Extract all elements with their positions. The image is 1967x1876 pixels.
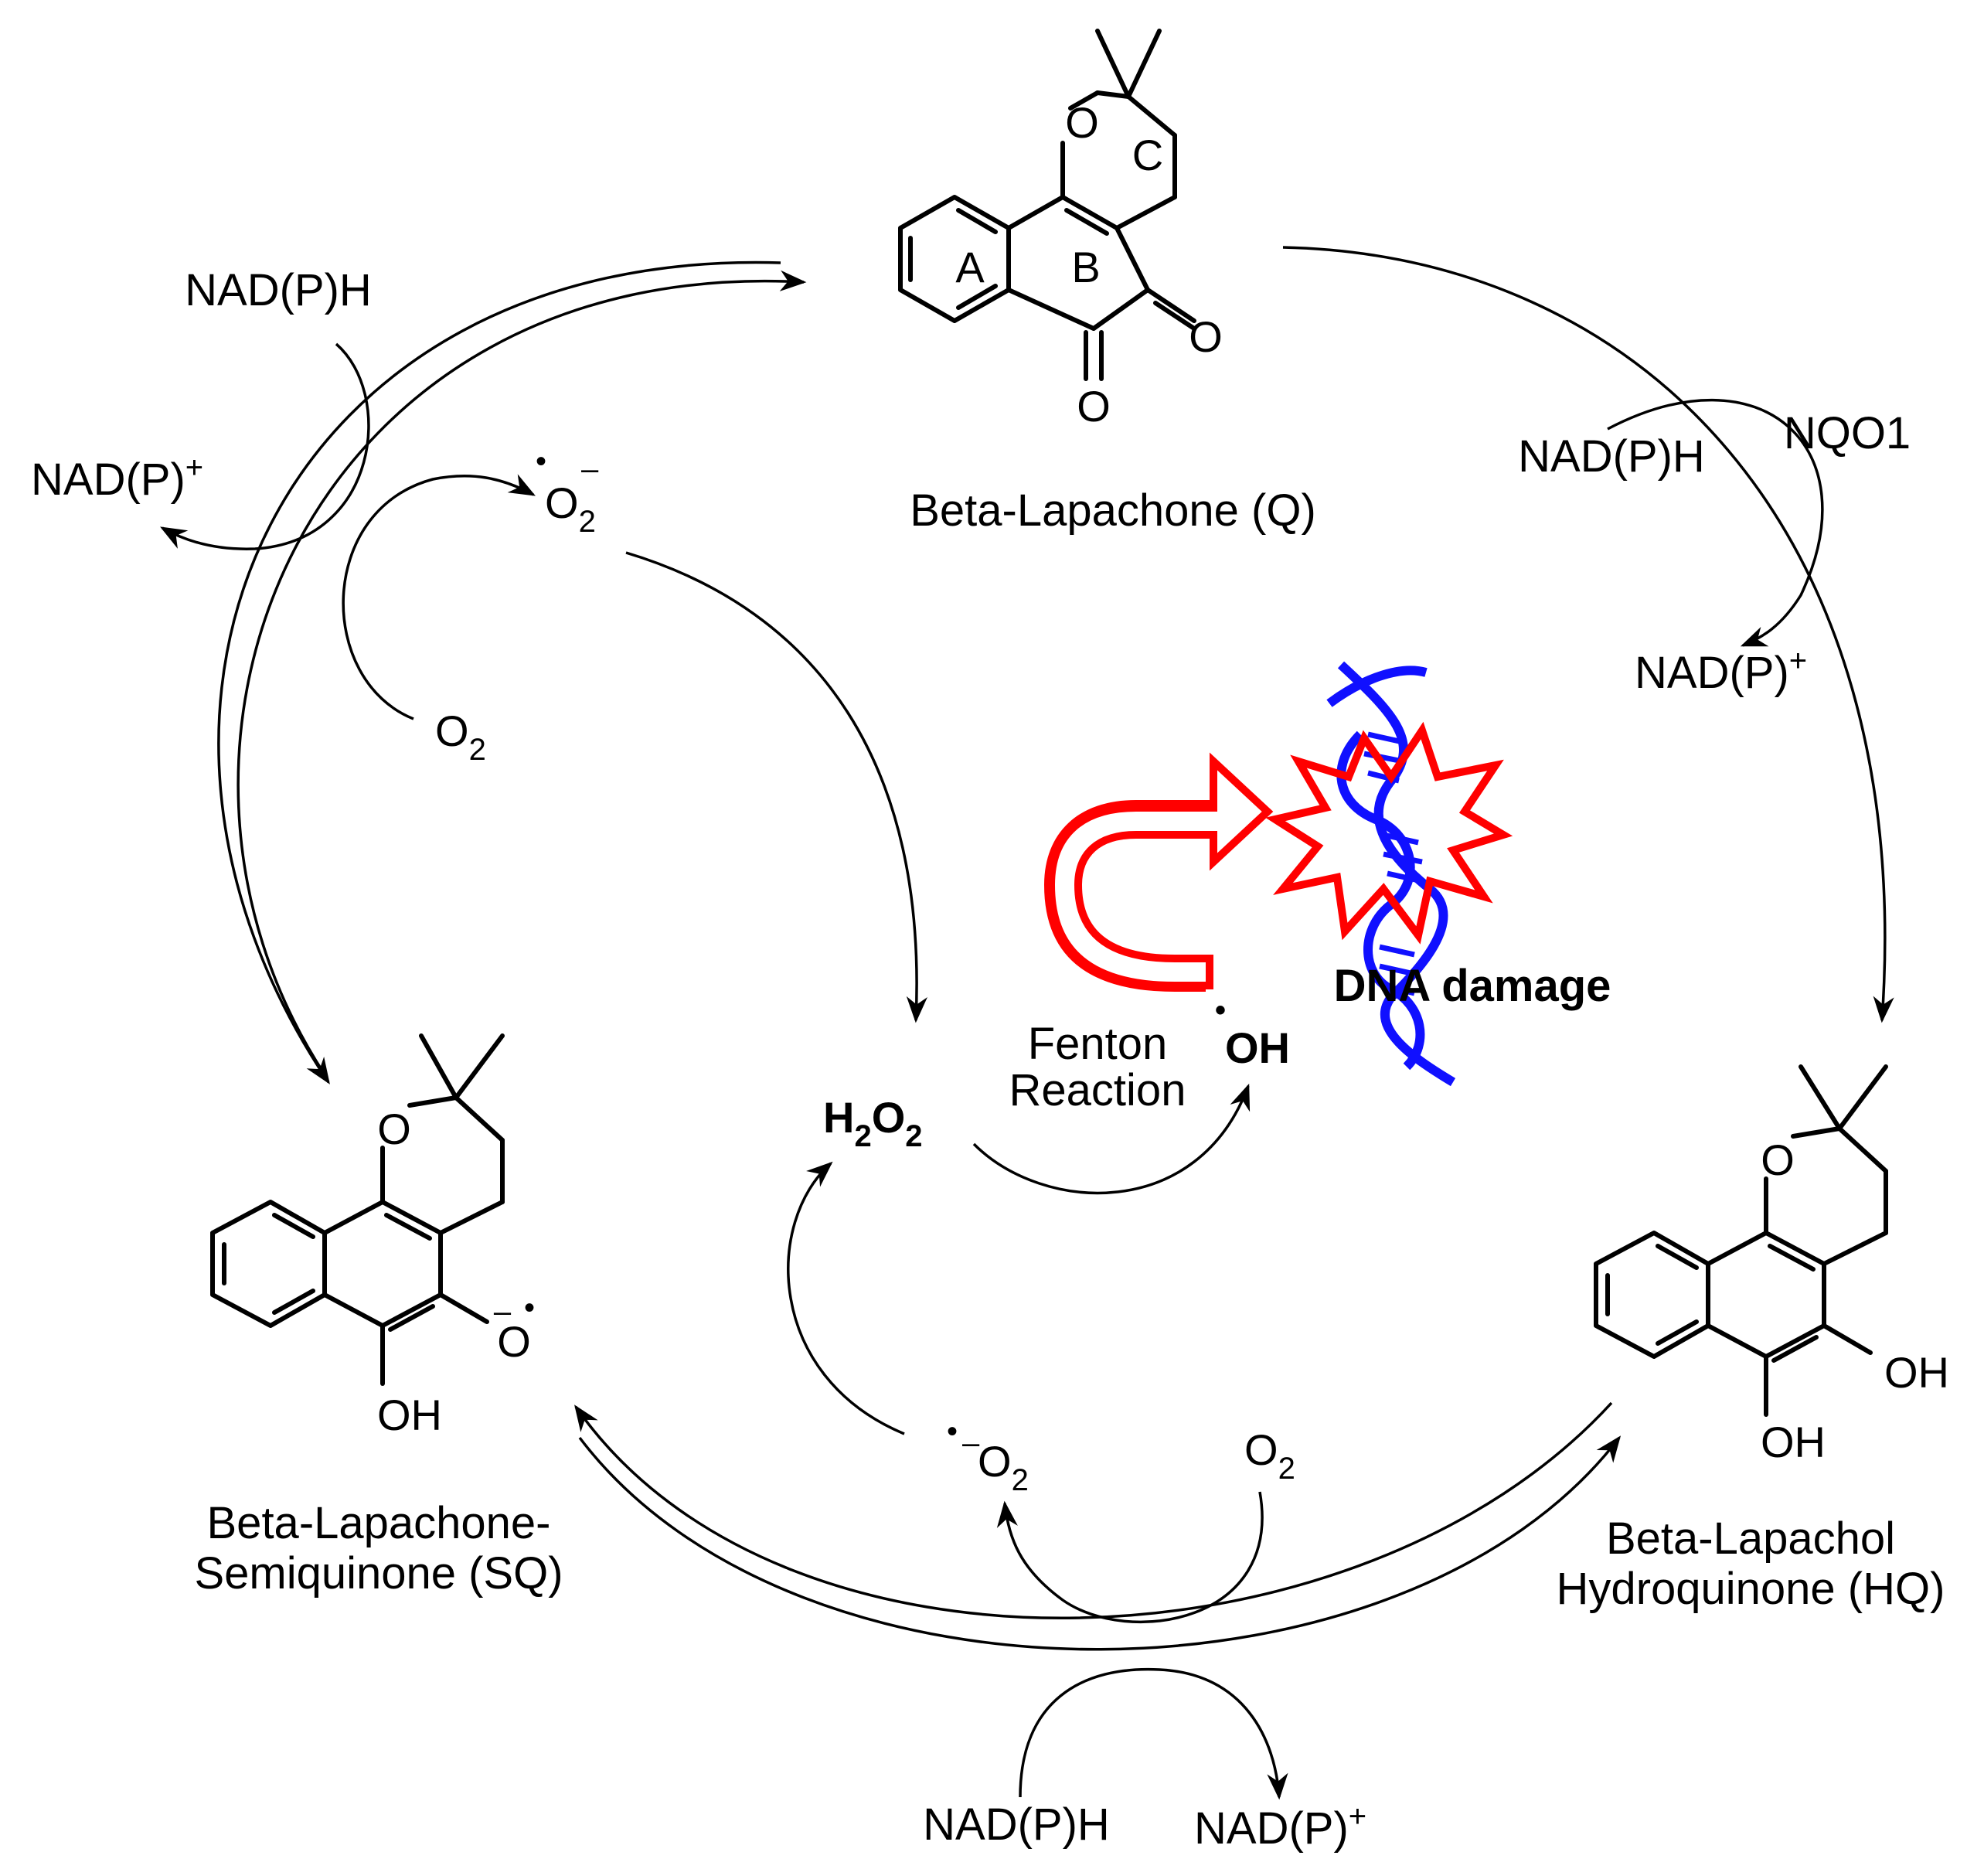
arrow-q-to-sq [217,260,781,1084]
arrow-q-to-hq [1282,246,1894,1023]
arrow-bottom-o2-to-superoxide [996,1491,1264,1624]
arrow-h2o2-to-hydroxyl [972,1083,1251,1195]
bottom-superoxide-charge: – [962,1426,980,1460]
left-o2-label: O2 [435,706,486,767]
hydroxyl-radical-label: OH [1225,1023,1290,1072]
sq-charge: – [494,1295,512,1329]
q-keto-oxygen-2: O [1077,382,1111,431]
dna-damage-label: DNA damage [1334,961,1611,1011]
q-keto-oxygen-1: O [1189,312,1223,361]
hydroquinone-name-line1: Beta-Lapachol [1606,1513,1895,1564]
semiquinone-name-line1: Beta-Lapachone- [207,1498,551,1548]
beta-lapachone-structure: O O O A B C [898,29,1223,431]
hydroxyl-radical-dot: • [1215,993,1226,1027]
arrow-sq-to-q [237,270,807,1075]
arrow-left-o2-to-superoxide [342,474,536,720]
fenton-red-arrow [1043,752,1274,992]
hq-hydroxyl-1: OH [1884,1348,1949,1397]
bottom-superoxide-label: O2 [978,1437,1029,1497]
hydroquinone-name-line2: Hydroquinone (HQ) [1557,1564,1945,1614]
quinone-name-label: Beta-Lapachone (Q) [910,485,1316,536]
bottom-superoxide-dot: • [947,1415,958,1449]
right-nadph-label: NAD(P)H [1518,431,1705,482]
sq-oxy-radical: O [497,1317,531,1366]
sq-ring-oxygen: O [377,1105,411,1153]
ring-label-b: B [1071,243,1100,291]
arrow-bottom-superoxide-to-h2o2 [787,1161,905,1435]
hydroquinone-structure: O OH OH [1594,1064,1949,1466]
left-nadph-label: NAD(P)H [185,265,372,315]
nqo1-enzyme-label: NQO1 [1784,408,1911,458]
q-ring-oxygen: O [1065,98,1099,147]
sq-radical-dot: • [524,1291,535,1325]
h2o2-label: H2O2 [823,1093,923,1153]
arrow-left-nadph-to-nadp [160,342,370,550]
hq-hydroxyl-2: OH [1761,1418,1826,1466]
damage-burst-icon [1265,721,1513,945]
ring-label-a: A [955,243,985,291]
semiquinone-structure: O O – • OH [210,1033,535,1439]
semiquinone-name-line2: Semiquinone (SQ) [194,1548,563,1599]
arrow-bottom-nadph-to-nadp [1019,1667,1288,1800]
left-superoxide-label: O2 [545,478,596,539]
arrow-right-nadph-to-nadp [1607,398,1824,647]
right-nadp-label: NAD(P)+ [1635,644,1807,698]
left-nadp-label: NAD(P)+ [31,451,203,505]
arrow-hq-to-sq [574,1401,1613,1619]
dna-helix-icon [1326,661,1456,1087]
arrow-sq-to-hq [578,1435,1622,1651]
fenton-label-line2: Reaction [1009,1065,1186,1115]
sq-hydroxyl: OH [377,1391,442,1439]
bottom-o2-label: O2 [1244,1425,1295,1486]
bottom-nadph-label: NAD(P)H [923,1799,1110,1850]
fenton-label-line1: Fenton [1028,1019,1168,1069]
ring-label-c: C [1132,131,1163,179]
bottom-nadp-label: NAD(P)+ [1194,1799,1366,1854]
arrow-superoxide-to-h2o2 [625,551,927,1023]
hq-ring-oxygen: O [1761,1135,1795,1184]
left-superoxide-charge: – [581,452,599,486]
left-superoxide-dot: • [536,444,546,478]
